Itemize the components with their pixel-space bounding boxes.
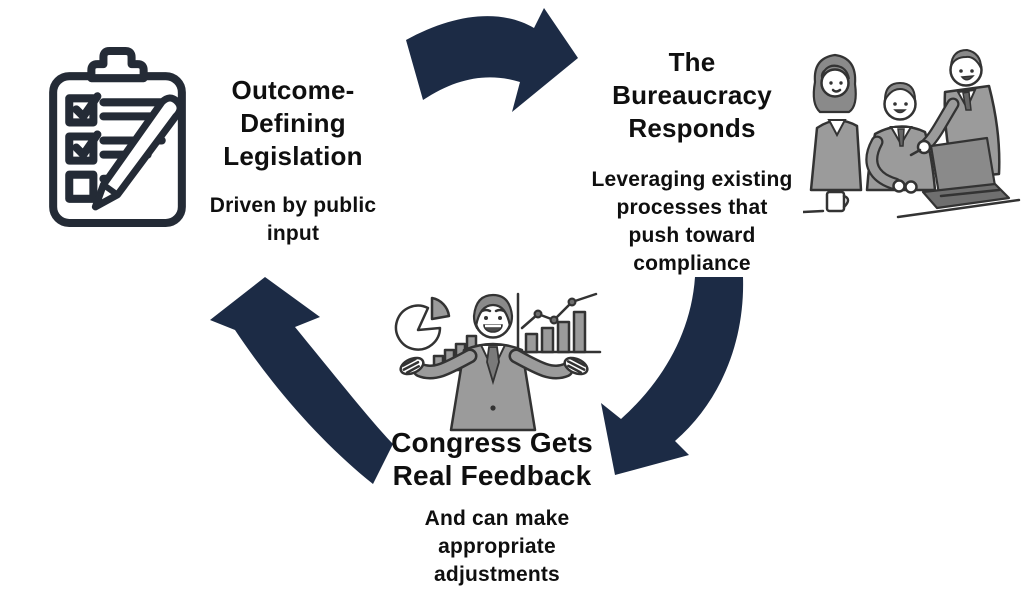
node-title-feedback: Congress Gets Real Feedback xyxy=(391,427,593,491)
clipboard-checklist-icon xyxy=(49,47,186,227)
curved-arrow-bureaucracy-to-feedback xyxy=(601,277,744,475)
curved-arrow-legislation-to-bureaucracy xyxy=(406,8,578,112)
curved-arrow-feedback-to-legislation xyxy=(210,277,393,484)
presenter-with-charts-illustration xyxy=(394,292,602,432)
node-subtitle-bureaucracy: Leveraging existing processes that push … xyxy=(591,168,793,275)
team-reviewing-laptop-illustration xyxy=(803,48,1021,219)
node-subtitle-feedback: And can make appropriate adjustments xyxy=(424,507,570,586)
node-subtitle-legislation: Driven by public input xyxy=(209,194,377,245)
node-title-bureaucracy: The Bureaucracy Responds xyxy=(612,47,772,143)
node-title-legislation: Outcome- Defining Legislation xyxy=(223,75,363,171)
